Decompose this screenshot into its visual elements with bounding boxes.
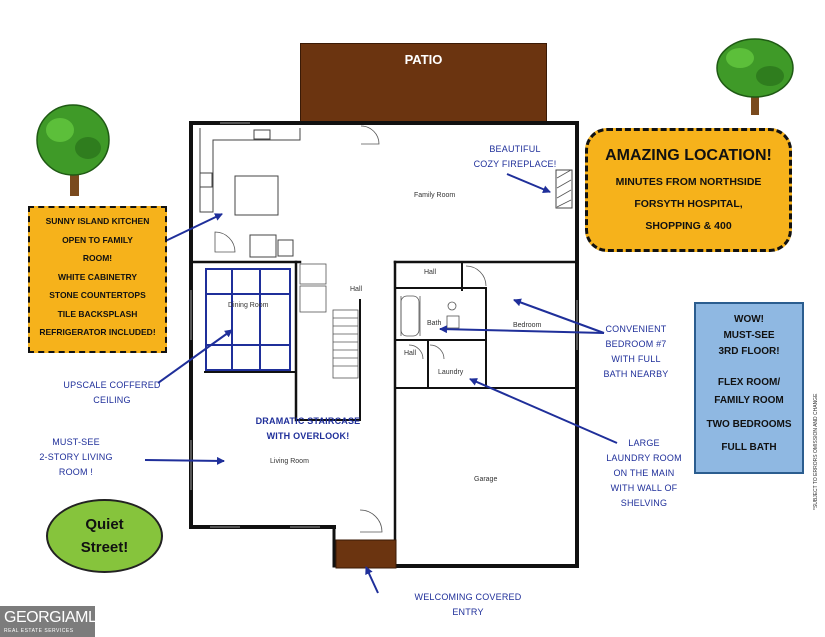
- annotation-line: DRAMATIC STAIRCASE: [255, 416, 361, 426]
- room-hall-center: Hall: [350, 286, 363, 293]
- location-title: AMAZING LOCATION!: [605, 147, 772, 164]
- tree-icon-left: [36, 104, 110, 196]
- room-laundry: Laundry: [438, 369, 464, 376]
- annotation-line: BEDROOM #7: [605, 339, 667, 349]
- annotation-line: SHELVING: [620, 498, 668, 508]
- logo-sub: REAL ESTATE SERVICES: [4, 628, 74, 634]
- annotation-entry: WELCOMING COVERED ENTRY: [414, 592, 522, 617]
- annotation-line: UPSCALE COFFERED: [63, 380, 161, 390]
- kitchen-line: WHITE CABINETRY: [57, 271, 137, 282]
- room-family-room: Family Room: [414, 192, 456, 199]
- third-floor-line: TWO BEDROOMS: [706, 419, 792, 430]
- kitchen-callout: SUNNY ISLAND KITCHEN OPEN TO FAMILY ROOM…: [28, 206, 167, 353]
- annotation-line: COZY FIREPLACE!: [473, 159, 557, 169]
- annotation-bedroom7: CONVENIENT BEDROOM #7 WITH FULL BATH NEA…: [596, 322, 676, 382]
- entry-porch: [335, 539, 397, 569]
- third-floor-line: FAMILY ROOM: [714, 395, 784, 406]
- third-floor-callout: WOW! MUST-SEE 3RD FLOOR! FLEX ROOM/ FAMI…: [694, 302, 804, 474]
- annotation-line: WITH OVERLOOK!: [266, 431, 350, 441]
- annotation-line: WITH WALL OF: [610, 483, 678, 493]
- annotation-line: MUST-SEE: [52, 437, 100, 447]
- location-callout: AMAZING LOCATION! MINUTES FROM NORTHSIDE…: [585, 128, 792, 252]
- room-bath: Bath: [427, 320, 442, 327]
- tree-icon-right: [716, 38, 794, 115]
- third-floor-line: WOW!: [734, 314, 764, 325]
- annotation-laundry: LARGE LAUNDRY ROOM ON THE MAIN WITH WALL…: [604, 436, 684, 511]
- third-floor-line: 3RD FLOOR!: [718, 346, 780, 357]
- staircase: [332, 309, 359, 379]
- annotation-line: WITH FULL: [611, 354, 661, 364]
- room-hall-top: Hall: [424, 269, 437, 276]
- location-line: MINUTES FROM NORTHSIDE: [615, 176, 762, 188]
- annotation-line: 2-STORY LIVING: [39, 452, 113, 462]
- annotation-coffered: UPSCALE COFFERED CEILING: [62, 378, 162, 408]
- quiet-street-badge: Quiet Street!: [46, 499, 163, 573]
- third-floor-line: FLEX ROOM/: [717, 377, 781, 388]
- third-floor-line: FULL BATH: [721, 442, 777, 453]
- location-line: SHOPPING & 400: [645, 220, 732, 232]
- logo-name: GEORGIAMLS: [4, 609, 107, 626]
- room-garage: Garage: [474, 476, 498, 483]
- kitchen-line: ROOM!: [82, 253, 113, 263]
- room-bedroom: Bedroom: [513, 322, 542, 329]
- annotation-line: LAUNDRY ROOM: [606, 453, 682, 463]
- annotation-living: MUST-SEE 2-STORY LIVING ROOM !: [36, 435, 116, 480]
- annotation-line: BATH NEARBY: [603, 369, 669, 379]
- annotation-line: CEILING: [93, 395, 131, 405]
- room-dining-room: Dining Room: [228, 302, 269, 309]
- annotation-line: BEAUTIFUL: [489, 144, 541, 154]
- annotation-line: ON THE MAIN: [613, 468, 675, 478]
- annotation-staircase: DRAMATIC STAIRCASE WITH OVERLOOK!: [248, 414, 368, 444]
- room-hall-small: Hall: [404, 350, 417, 357]
- annotation-arrows: [144, 173, 618, 594]
- location-line: FORSYTH HOSPITAL,: [634, 198, 743, 210]
- kitchen-line: OPEN TO FAMILY: [62, 234, 133, 245]
- patio-label: PATIO: [404, 52, 443, 67]
- kitchen-line: SUNNY ISLAND KITCHEN: [45, 216, 150, 226]
- coffered-ceiling: [205, 268, 291, 371]
- patio: PATIO: [300, 43, 547, 122]
- third-floor-line: MUST-SEE: [723, 330, 775, 341]
- quiet-street-line: Street!: [80, 539, 129, 556]
- annotation-line: ROOM !: [58, 467, 94, 477]
- annotation-line: LARGE: [628, 438, 660, 448]
- kitchen-line: STONE COUNTERTOPS: [49, 290, 146, 300]
- disclaimer: *SUBJECT TO ERRORS OMISSION AND CHANGE: [813, 393, 819, 510]
- quiet-street-line: Quiet: [85, 516, 124, 533]
- annotation-line: CONVENIENT: [605, 324, 667, 334]
- kitchen-line: REFRIGERATOR INCLUDED!: [39, 327, 156, 337]
- annotation-fireplace: BEAUTIFUL COZY FIREPLACE!: [468, 142, 562, 172]
- room-living-room: Living Room: [270, 458, 309, 465]
- georgiamls-logo: GEORGIAMLS REAL ESTATE SERVICES: [0, 606, 107, 637]
- kitchen-line: TILE BACKSPLASH: [57, 308, 138, 319]
